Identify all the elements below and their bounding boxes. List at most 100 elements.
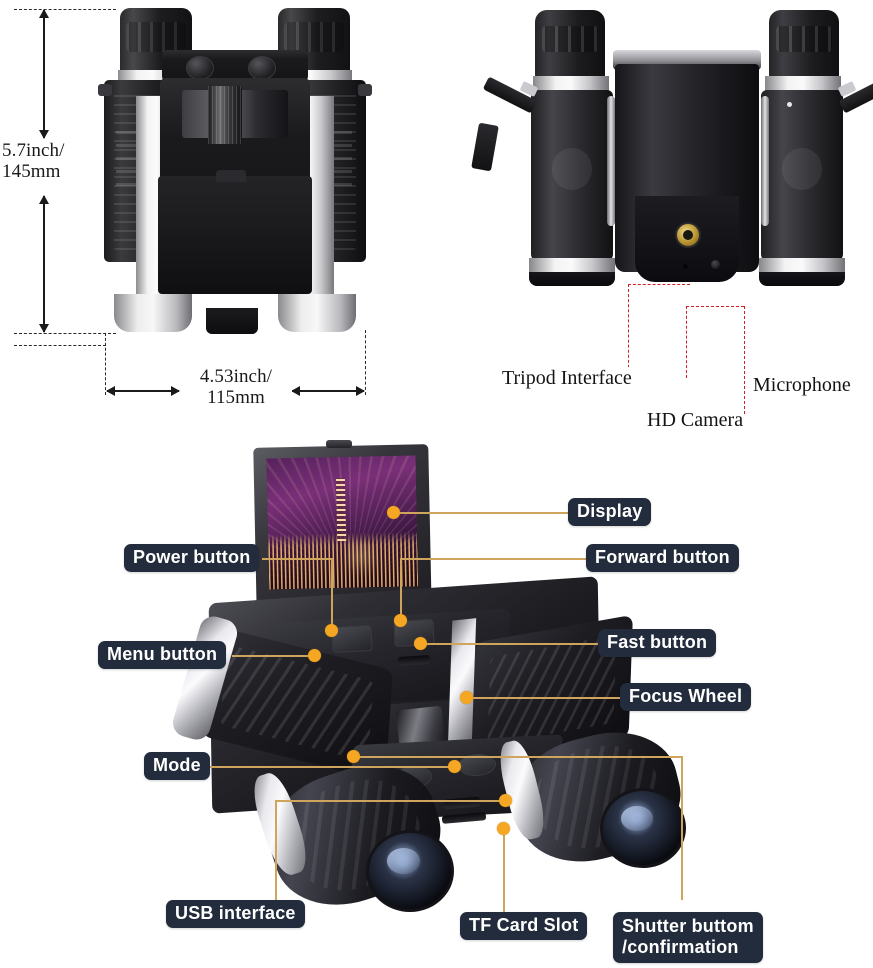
power-button-callout-drop (331, 558, 333, 630)
shutter-button-top[interactable] (186, 56, 214, 80)
rear-left-tube (535, 10, 605, 80)
tripod-callout-horizontal (628, 284, 690, 285)
right-objective-base (278, 294, 356, 332)
width-dimension-arrow-left (107, 390, 179, 392)
tube-ridge-texture (125, 22, 187, 52)
power-button-callout-line (262, 558, 332, 560)
width-guide-baseline (14, 345, 106, 346)
tube-ridge-texture (283, 22, 345, 52)
fast-button-callout-dot (414, 637, 427, 650)
width-dimension-label: 4.53inch/ 115mm (180, 366, 292, 409)
top-view-panel: 5.7inch/ 145mm 4.53inch/ 115mm (0, 0, 440, 440)
bottom-center-tab (206, 308, 258, 334)
shutter-button-tag: Shutter buttom /confirmation (613, 912, 763, 963)
focus-wheel-ridges (208, 86, 242, 144)
left-neck-strap-lower (471, 122, 499, 172)
menu-button-tag: Menu button (98, 641, 227, 669)
rear-left-grip (531, 90, 613, 262)
shutter-callout-drop (681, 756, 683, 900)
power-button-tag: Power button (124, 544, 260, 572)
rear-right-grip (761, 90, 843, 262)
rear-right-objective (759, 272, 845, 286)
binoculars-rear-view-image (471, 6, 873, 346)
binoculars-top-view-image (98, 8, 372, 338)
forward-button-callout-drop (400, 558, 402, 620)
main-view-panel: Display Forward button Power button Menu… (0, 440, 873, 968)
rear-right-tube (769, 10, 839, 80)
right-strap-lug (358, 84, 372, 96)
tube-ridge-texture (776, 26, 832, 52)
rear-right-silver-ring (765, 76, 841, 92)
grip-texture (220, 644, 374, 762)
tripod-socket (675, 222, 701, 248)
usb-interface-tag: USB interface (166, 900, 305, 928)
rear-left-lower-ring (529, 258, 615, 274)
shutter-callout-dot (347, 750, 360, 763)
forward-button-callout-dot (394, 614, 407, 627)
focus-wheel-callout-dot (460, 691, 473, 704)
height-guide-bottom (14, 333, 116, 334)
mode-button-top[interactable] (248, 56, 276, 80)
tf-card-callout-dot (497, 822, 510, 835)
height-dimension-arrow-lower (43, 196, 45, 332)
hd-camera-label: HD Camera (647, 409, 744, 432)
power-button-callout-dot (325, 624, 338, 637)
screen-image-tower (335, 477, 346, 541)
lcd-screen (266, 455, 419, 590)
display-tag: Display (568, 498, 652, 526)
focus-wheel-tag: Focus Wheel (620, 683, 752, 711)
left-objective-lens (366, 830, 454, 912)
focus-wheel-top[interactable] (208, 86, 242, 144)
fast-button-tag: Fast button (598, 629, 717, 657)
rear-left-objective (529, 272, 615, 286)
rear-status-led (787, 102, 792, 107)
mode-callout-dot (448, 760, 461, 773)
shutter-callout-line (353, 756, 683, 758)
display-callout-line (393, 512, 568, 514)
left-strap-lug (98, 84, 112, 96)
left-objective-base (114, 294, 192, 332)
rear-right-lower-ring (759, 258, 845, 274)
menu-button-callout-dot (308, 649, 321, 662)
hd-camera-callout-horizontal (686, 306, 744, 307)
lower-cover-panel (158, 176, 312, 294)
left-eyepiece-tube (120, 8, 192, 74)
forward-button-callout-line (400, 558, 586, 560)
focus-wheel-callout-line (466, 697, 620, 699)
menu-button-callout-line (232, 655, 314, 657)
tf-card-callout-line (503, 828, 505, 918)
fast-button-callout-line (420, 643, 598, 645)
tripod-interface-label: Tripod Interface (502, 367, 632, 390)
right-silver-strip (447, 618, 477, 750)
forward-button-tag: Forward button (586, 544, 739, 572)
microphone-callout-vertical (686, 306, 687, 378)
width-guide-right (365, 330, 366, 395)
rear-left-silver-ring (533, 76, 609, 92)
rear-right-rail (761, 96, 769, 226)
mode-callout-line (205, 766, 454, 768)
grip-oval-emboss (782, 148, 822, 190)
tf-card-slot-tag: TF Card Slot (460, 912, 588, 940)
rear-view-panel: Tripod Interface HD Camera Microphone (440, 0, 873, 440)
height-dimension-arrow-upper (43, 10, 45, 138)
display-callout-dot (387, 506, 400, 519)
binoculars-perspective-image (150, 440, 710, 940)
grip-oval-emboss (552, 148, 592, 190)
lower-cover-notch (216, 170, 246, 182)
screen-hinge-tab (326, 440, 352, 448)
rear-left-rail (607, 96, 615, 226)
usb-callout-dot (499, 794, 512, 807)
usb-callout-drop (275, 800, 277, 910)
width-dimension-arrow-right (292, 390, 364, 392)
right-objective-lens (600, 788, 686, 868)
width-guide-left (105, 333, 106, 395)
microphone-hole (683, 264, 688, 269)
hd-camera-callout-vertical (744, 306, 745, 414)
hd-camera-lens-rear (711, 260, 720, 269)
mode-tag: Mode (144, 752, 210, 780)
usb-callout-line (275, 800, 505, 802)
tripod-callout-vertical (628, 284, 629, 378)
microphone-label: Microphone (753, 374, 851, 397)
height-guide-top (14, 9, 116, 10)
